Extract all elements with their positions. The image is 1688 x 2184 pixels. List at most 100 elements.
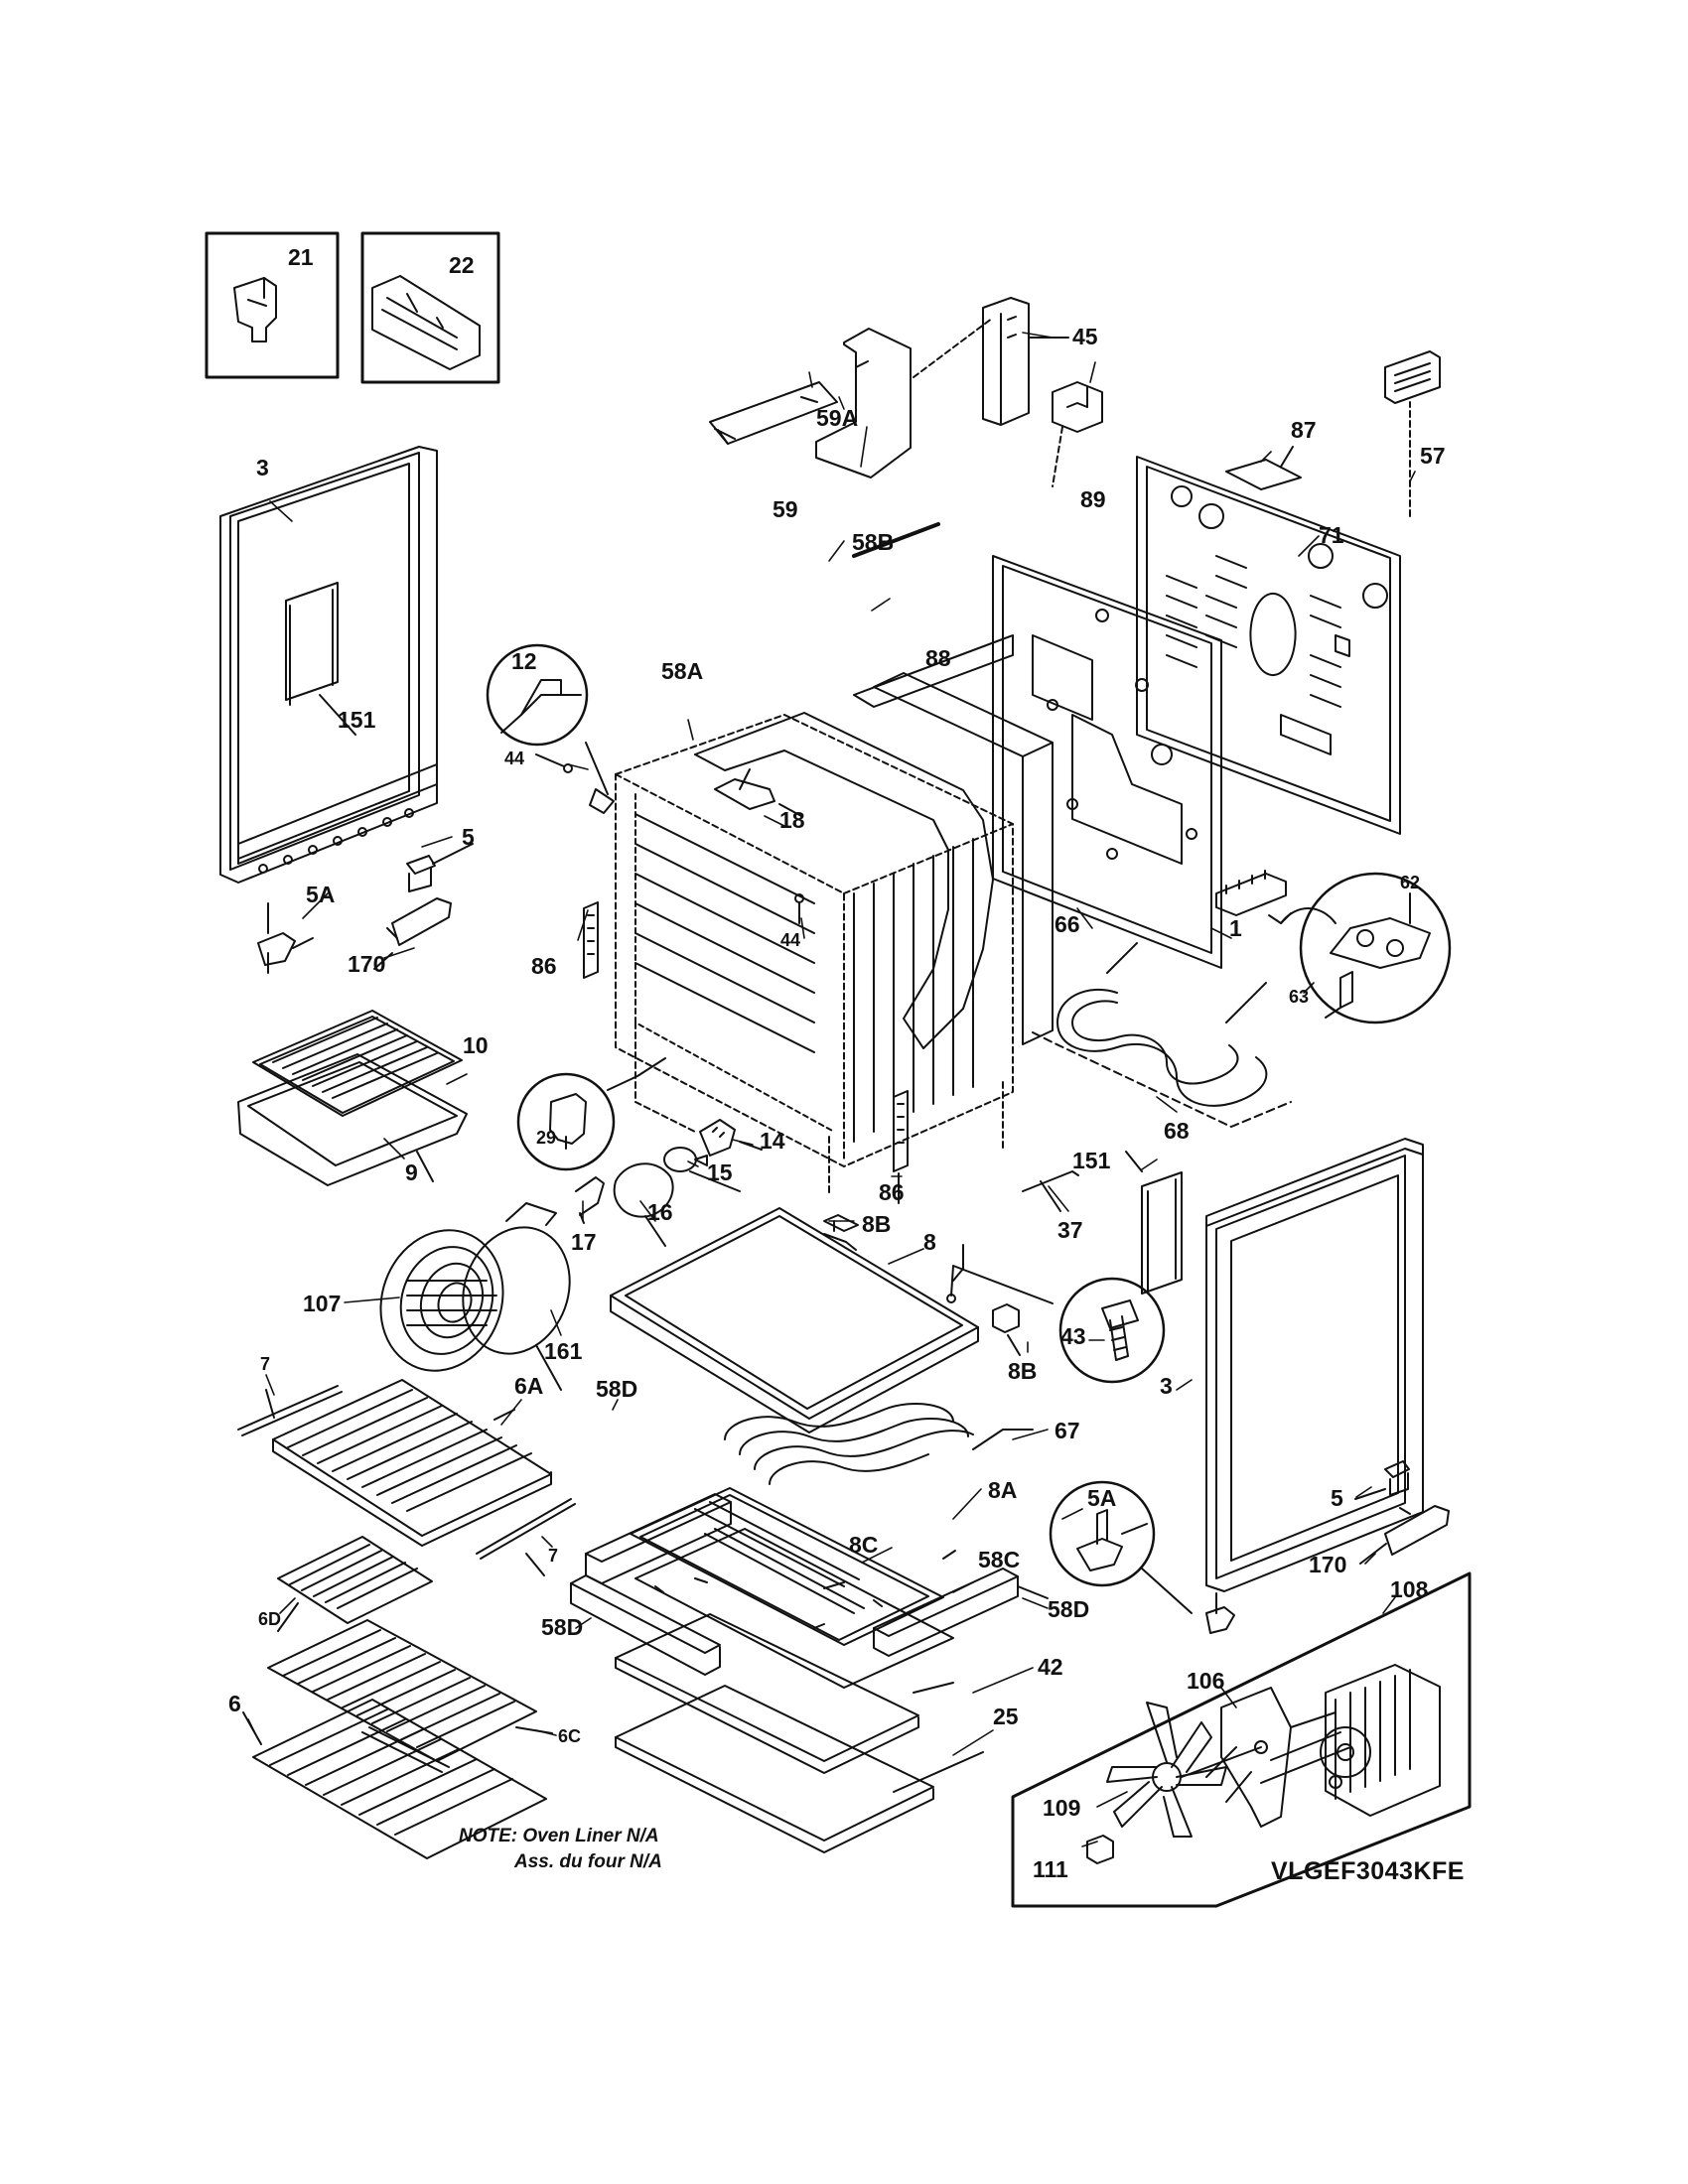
callout-63: 63 xyxy=(1289,987,1310,1007)
callout-7-bot: 7 xyxy=(548,1546,559,1566)
fan-blade-109 xyxy=(1106,1702,1262,1838)
callout-58c: 58C xyxy=(978,1547,1021,1572)
callout-62: 62 xyxy=(1400,873,1421,892)
pin-37 xyxy=(1022,1170,1079,1212)
rack-6-bottom-pair xyxy=(242,1619,553,1859)
callout-58d-top: 58D xyxy=(596,1376,638,1402)
callout-8a: 8A xyxy=(988,1477,1018,1503)
screw-44-top xyxy=(535,753,573,773)
callout-89: 89 xyxy=(1080,486,1106,512)
callout-6a: 6A xyxy=(514,1373,544,1399)
callout-42: 42 xyxy=(1038,1654,1063,1680)
bracket-8c xyxy=(704,1528,865,1614)
clip-18 xyxy=(714,768,802,817)
lens-16 xyxy=(613,1162,674,1247)
callout-8b-top: 8B xyxy=(862,1211,892,1237)
insulation-58a xyxy=(694,712,994,1049)
rack-slide-7-bottom xyxy=(476,1498,576,1576)
callout-17: 17 xyxy=(571,1229,597,1255)
callout-12: 12 xyxy=(511,648,537,674)
leveler-5-right xyxy=(1354,1460,1410,1500)
callout-15: 15 xyxy=(707,1160,733,1185)
callout-1: 1 xyxy=(1229,915,1242,941)
bracket-8b-top xyxy=(823,1214,859,1232)
motor-108 xyxy=(1260,1664,1441,1817)
cover-57 xyxy=(1384,350,1441,517)
bracket-151-right xyxy=(1125,1151,1183,1295)
callout-7-top: 7 xyxy=(260,1354,271,1374)
screw-44-mid xyxy=(794,893,804,924)
callout-68: 68 xyxy=(1164,1118,1190,1144)
callout-8b-bot: 8B xyxy=(1008,1358,1038,1384)
callout-10: 10 xyxy=(463,1032,489,1058)
leveler-5-left xyxy=(406,843,474,892)
callout-151-left: 151 xyxy=(338,707,376,733)
callout-37: 37 xyxy=(1057,1217,1083,1243)
bracket-86-right xyxy=(893,1090,909,1204)
panel-8a xyxy=(630,1487,956,1646)
terminal-block xyxy=(1215,870,1336,924)
insulation-58c xyxy=(634,1528,954,1689)
inset-box-21 xyxy=(205,231,340,379)
callout-86-left: 86 xyxy=(531,953,557,979)
callout-86-right: 86 xyxy=(879,1179,905,1205)
bracket-170-right xyxy=(1359,1505,1450,1565)
bottom-42 xyxy=(615,1613,954,1774)
callout-108: 108 xyxy=(1390,1576,1429,1602)
inset-circle-62 xyxy=(1299,872,1452,1024)
lamp-socket-14 xyxy=(699,1119,763,1157)
rack-slide-7-top xyxy=(237,1385,343,1436)
callout-6d: 6D xyxy=(258,1609,282,1629)
oven-cavity-58a xyxy=(615,714,1014,1197)
callout-5a-right: 5A xyxy=(1087,1485,1117,1511)
callout-57: 57 xyxy=(1420,443,1446,469)
callout-6: 6 xyxy=(228,1691,241,1716)
back-panel-71 xyxy=(1136,456,1401,835)
callout-25: 25 xyxy=(993,1704,1019,1729)
callout-170-left: 170 xyxy=(348,951,386,977)
oven-bottom-8 xyxy=(610,1207,979,1433)
callout-87: 87 xyxy=(1291,417,1317,443)
callout-14: 14 xyxy=(760,1128,785,1154)
bracket-8b-bottom xyxy=(992,1303,1021,1356)
model-number: VLGEF3043KFE xyxy=(1271,1857,1465,1885)
nut-111 xyxy=(1086,1835,1114,1864)
trim-58d-top xyxy=(585,1493,732,1584)
broil-element-66 xyxy=(1032,942,1292,1128)
wire-clip-17 xyxy=(575,1176,605,1224)
callout-8c: 8C xyxy=(849,1532,879,1558)
duct-59a xyxy=(815,328,912,478)
callout-3-left: 3 xyxy=(256,455,269,480)
screw-43-inset xyxy=(946,1265,1166,1384)
bracket-89 xyxy=(1052,381,1103,487)
callout-29: 29 xyxy=(536,1128,557,1148)
insulation-58b xyxy=(853,634,1054,1045)
leveler-5a-left xyxy=(257,902,314,974)
broil-pan-insert-10 xyxy=(252,1010,463,1117)
convection-fan-cover-107 xyxy=(379,1229,504,1372)
inset-box-22 xyxy=(360,231,500,384)
callout-44-mid: 44 xyxy=(780,930,801,950)
rack-6a xyxy=(272,1379,552,1547)
broil-pan-9 xyxy=(237,1053,468,1186)
callout-22: 22 xyxy=(449,252,475,278)
callout-151-right: 151 xyxy=(1072,1148,1111,1173)
trim-58d-left xyxy=(570,1574,721,1676)
callout-71: 71 xyxy=(1319,522,1344,548)
callout-16: 16 xyxy=(647,1199,673,1225)
wire-88 xyxy=(852,522,940,558)
leader-lines xyxy=(247,332,1416,1847)
callout-170-right: 170 xyxy=(1309,1552,1347,1577)
callout-44-top: 44 xyxy=(504,749,525,768)
bracket-106 xyxy=(1205,1687,1336,1828)
note-oven-liner-fr: Ass. du four N/A xyxy=(514,1851,662,1872)
callout-106: 106 xyxy=(1187,1668,1225,1694)
callout-6c: 6C xyxy=(558,1726,582,1746)
right-side-panel xyxy=(1205,1138,1424,1592)
bulb-15 xyxy=(663,1147,741,1192)
callout-66: 66 xyxy=(1055,911,1080,937)
sensor-12 xyxy=(486,643,615,814)
callout-58a: 58A xyxy=(661,658,704,684)
callout-88: 88 xyxy=(925,645,951,671)
